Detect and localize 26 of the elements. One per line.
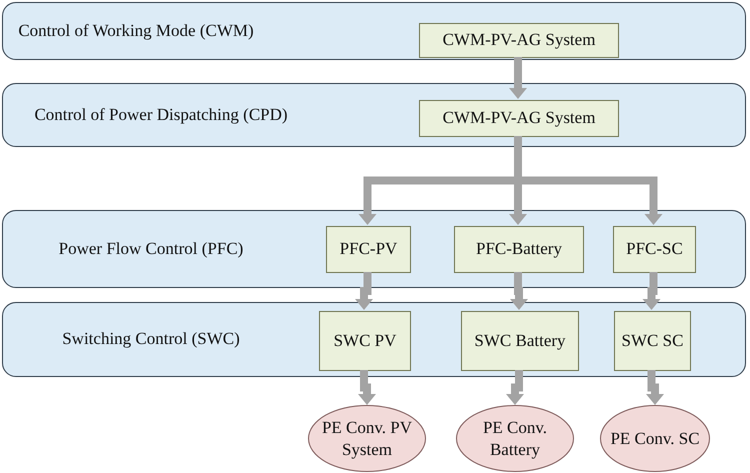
control-block: PFC-Battery xyxy=(454,226,584,273)
control-layer-band xyxy=(2,210,746,288)
control-block: SWC Battery xyxy=(461,311,579,371)
layer-title: Control of Power Dispatching (CPD) xyxy=(34,104,288,126)
arrow xyxy=(642,272,660,310)
arrow xyxy=(509,57,527,99)
control-block: PFC-PV xyxy=(326,226,411,273)
converter-ellipse: PE Conv. PV System xyxy=(308,405,426,472)
arrow xyxy=(358,370,376,405)
control-block: CWM-PV-AG System xyxy=(419,100,619,137)
arrow xyxy=(355,272,373,310)
control-block: SWC SC xyxy=(614,311,691,371)
arrow xyxy=(646,370,664,405)
arrow xyxy=(510,272,528,310)
layer-title: Power Flow Control (PFC) xyxy=(58,238,244,260)
control-block: SWC PV xyxy=(319,311,411,371)
layer-title: Switching Control (SWC) xyxy=(62,328,240,350)
converter-ellipse: PE Conv. Battery xyxy=(456,405,574,472)
arrow xyxy=(506,370,524,405)
control-layer-band xyxy=(2,2,746,60)
layer-title: Control of Working Mode (CWM) xyxy=(18,20,254,42)
control-block: PFC-SC xyxy=(613,226,696,273)
control-block: CWM-PV-AG System xyxy=(419,23,619,58)
converter-ellipse: PE Conv. SC xyxy=(600,405,710,472)
control-layer-band xyxy=(2,83,746,147)
control-layer-band xyxy=(2,302,746,377)
